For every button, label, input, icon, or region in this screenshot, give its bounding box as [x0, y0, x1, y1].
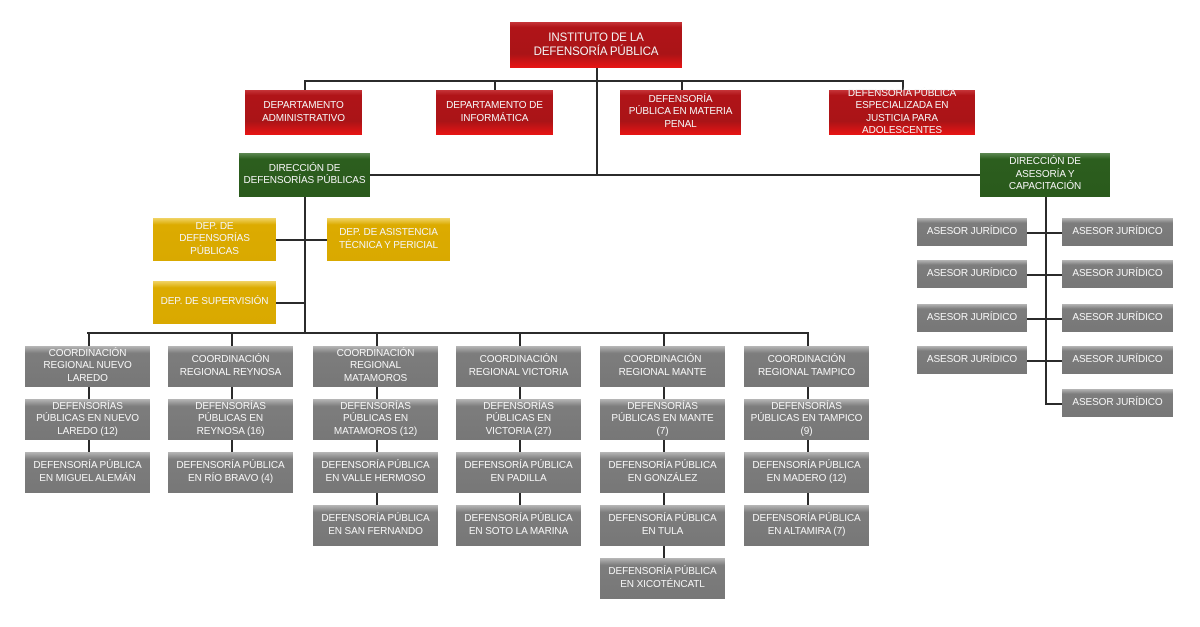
defensoria-box: DEFENSORÍA PÚBLICA EN GONZÁLEZ — [600, 452, 725, 493]
subdept-asistencia-tecnica: DEP. DE ASISTENCIA TÉCNICA Y PERICIAL — [327, 218, 450, 261]
connector-region-drop — [376, 332, 378, 346]
direction-defensorias-publicas: DIRECCIÓN DE DEFENSORÍAS PÚBLICAS — [239, 153, 370, 197]
defensoria-box: DEFENSORÍA PÚBLICA EN RÍO BRAVO (4) — [168, 452, 293, 493]
regional-coordination-box: COORDINACIÓN REGIONAL NUEVO LAREDO — [25, 346, 150, 387]
advisor-box: ASESOR JURÍDICO — [917, 304, 1027, 332]
department-materia-penal: DEFENSORÍA PÚBLICA EN MATERIA PENAL — [620, 90, 741, 135]
connector-region-chain — [376, 440, 378, 452]
advisor-box: ASESOR JURÍDICO — [1062, 304, 1173, 332]
connector-directions-bar — [370, 174, 980, 176]
advisor-box: ASESOR JURÍDICO — [917, 346, 1027, 374]
direction-asesoria-capacitacion: DIRECCIÓN DE ASESORÍA Y CAPACITACIÓN — [980, 153, 1110, 197]
connector-dept-1 — [304, 80, 306, 90]
connector-root-trunk — [596, 68, 598, 175]
connector-region-chain — [88, 440, 90, 452]
connector-region-drop — [88, 332, 90, 346]
connector-dept-4 — [902, 80, 904, 90]
connector-advisor-row3 — [1027, 318, 1062, 320]
connector-region-chain — [807, 440, 809, 452]
connector-region-chain — [519, 493, 521, 505]
connector-region-chain — [376, 387, 378, 399]
defensoria-box: DEFENSORÍA PÚBLICA EN PADILLA — [456, 452, 581, 493]
connector-region-chain — [663, 387, 665, 399]
connector-region-drop — [807, 332, 809, 346]
department-administrativo: DEPARTAMENTO ADMINISTRATIVO — [245, 90, 362, 135]
subdept-supervision: DEP. DE SUPERVISIÓN — [153, 281, 276, 324]
department-justicia-adolescentes: DEFENSORÍA PÚBLICA ESPECIALIZADA EN JUST… — [829, 88, 975, 136]
advisor-box: ASESOR JURÍDICO — [1062, 218, 1173, 246]
connector-region-chain — [231, 440, 233, 452]
regional-coordination-box: COORDINACIÓN REGIONAL TAMPICO — [744, 346, 869, 387]
connector-advisor-row1 — [1027, 232, 1062, 234]
advisor-box: ASESOR JURÍDICO — [1062, 346, 1173, 374]
connector-region-drop — [231, 332, 233, 346]
defensoria-box: DEFENSORÍA PÚBLICA EN VALLE HERMOSO — [313, 452, 438, 493]
defensoria-box: DEFENSORÍAS PÚBLICAS EN MATAMOROS (12) — [313, 399, 438, 440]
defensoria-box: DEFENSORÍA PÚBLICA EN MADERO (12) — [744, 452, 869, 493]
defensoria-box: DEFENSORÍA PÚBLICA EN XICOTÉNCATL — [600, 558, 725, 599]
connector-region-chain — [663, 440, 665, 452]
connector-region-chain — [807, 387, 809, 399]
defensoria-box: DEFENSORÍAS PÚBLICAS EN REYNOSA (16) — [168, 399, 293, 440]
connector-region-chain — [376, 493, 378, 505]
connector-advisor-row5 — [1045, 403, 1062, 405]
connector-region-chain — [519, 387, 521, 399]
connector-region-chain — [231, 387, 233, 399]
connector-region-chain — [519, 440, 521, 452]
connector-subdept-row1 — [276, 239, 327, 241]
subdept-defensorias-publicas: DEP. DE DEFENSORÍAS PÚBLICAS — [153, 218, 276, 261]
advisor-box: ASESOR JURÍDICO — [1062, 389, 1173, 417]
advisor-box: ASESOR JURÍDICO — [1062, 260, 1173, 288]
connector-dept-2 — [494, 80, 496, 90]
connector-departments-bar — [304, 80, 903, 82]
regional-coordination-box: COORDINACIÓN REGIONAL REYNOSA — [168, 346, 293, 387]
defensoria-box: DEFENSORÍAS PÚBLICAS EN NUEVO LAREDO (12… — [25, 399, 150, 440]
connector-advisor-row4 — [1027, 360, 1062, 362]
defensoria-box: DEFENSORÍA PÚBLICA EN ALTAMIRA (7) — [744, 505, 869, 546]
defensoria-box: DEFENSORÍAS PÚBLICAS EN VICTORIA (27) — [456, 399, 581, 440]
connector-region-chain — [663, 546, 665, 558]
connector-advisors-trunk — [1045, 197, 1047, 404]
connector-subdept-supervision — [276, 302, 305, 304]
connector-region-chain — [807, 493, 809, 505]
connector-advisor-row2 — [1027, 274, 1062, 276]
regional-coordination-box: COORDINACIÓN REGIONAL MATAMOROS — [313, 346, 438, 387]
connector-dept-3 — [681, 80, 683, 90]
regional-coordination-box: COORDINACIÓN REGIONAL VICTORIA — [456, 346, 581, 387]
connector-regions-bar — [87, 332, 807, 334]
defensoria-box: DEFENSORÍA PÚBLICA EN MIGUEL ALEMÁN — [25, 452, 150, 493]
connector-defensorias-trunk — [304, 197, 306, 333]
connector-region-chain — [88, 387, 90, 399]
defensoria-box: DEFENSORÍAS PÚBLICAS EN MANTE (7) — [600, 399, 725, 440]
advisor-box: ASESOR JURÍDICO — [917, 260, 1027, 288]
defensoria-box: DEFENSORÍA PÚBLICA EN SOTO LA MARINA — [456, 505, 581, 546]
regional-coordination-box: COORDINACIÓN REGIONAL MANTE — [600, 346, 725, 387]
connector-region-chain — [663, 493, 665, 505]
advisor-box: ASESOR JURÍDICO — [917, 218, 1027, 246]
connector-region-drop — [519, 332, 521, 346]
defensoria-box: DEFENSORÍA PÚBLICA EN SAN FERNANDO — [313, 505, 438, 546]
root-box: INSTITUTO DE LA DEFENSORÍA PÚBLICA — [510, 22, 682, 68]
defensoria-box: DEFENSORÍA PÚBLICA EN TULA — [600, 505, 725, 546]
connector-region-drop — [663, 332, 665, 346]
defensoria-box: DEFENSORÍAS PÚBLICAS EN TAMPICO (9) — [744, 399, 869, 440]
department-informatica: DEPARTAMENTO DE INFORMÁTICA — [436, 90, 553, 135]
